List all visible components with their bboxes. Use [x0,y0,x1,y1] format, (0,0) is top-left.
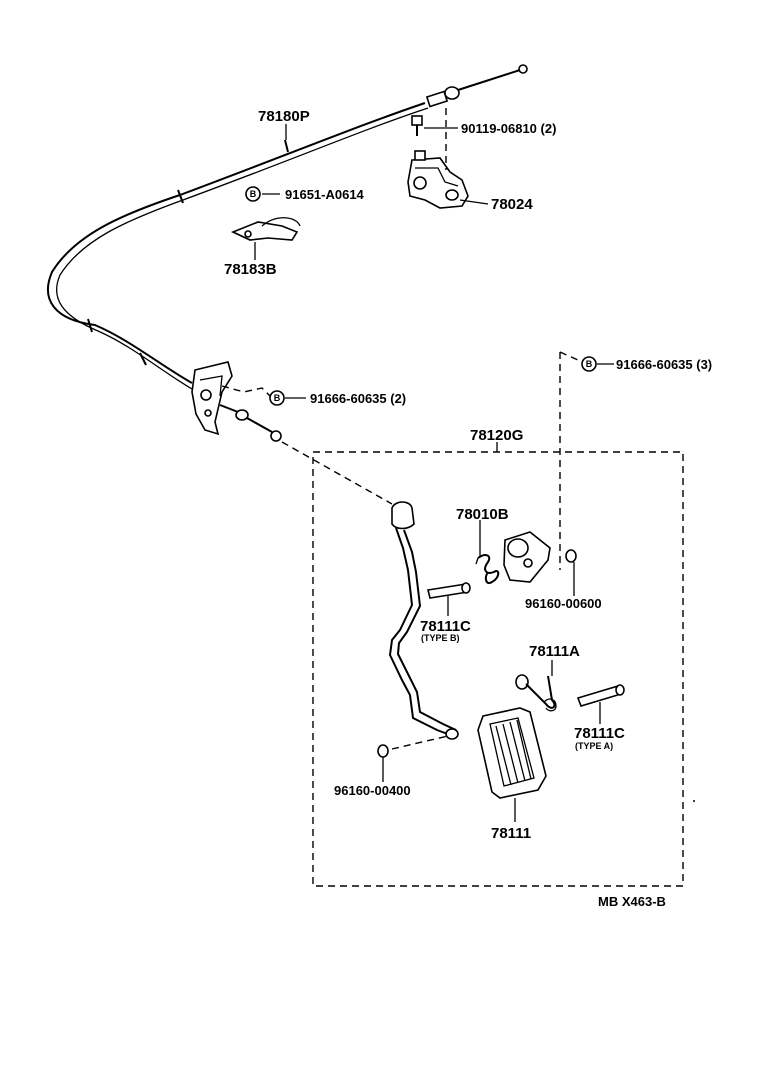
label-type-b: (TYPE B) [421,633,460,643]
bolt-90119[interactable] [411,115,423,136]
bushing-96160-00400[interactable] [377,744,389,758]
leader-lines [254,124,614,822]
pedal-lever[interactable] [388,501,459,740]
spring-78111a[interactable] [515,674,557,712]
label-pedal-bracket: 78010B [456,506,509,523]
spring-78010b[interactable] [475,554,500,584]
pedal-bracket[interactable] [503,531,551,583]
label-bolt-left: 91666-60635 (2) [310,391,406,406]
speck [693,800,695,802]
label-bushing-right: 96160-00600 [525,596,602,611]
svg-text:B: B [250,189,257,199]
pedal-pad-78111[interactable] [477,707,547,799]
label-clip-nut: 91651-A0614 [285,187,365,202]
bolt-91666-right[interactable]: B [581,356,597,372]
label-pin-type-a: 78111C [574,725,625,742]
bushing-96160-00600[interactable] [565,549,577,563]
label-cable: 78180P [258,108,310,125]
bolt-91666-left[interactable]: B [269,390,285,406]
label-bushing-left: 96160-00400 [334,783,411,798]
label-pedal-pad: 78111 [491,825,531,842]
label-pedal-assembly: 78120G [470,427,523,444]
clip-78183b[interactable] [230,217,301,241]
label-cable-bracket: 78024 [491,196,533,213]
label-cable-bolt: 90119-06810 (2) [461,121,556,136]
accelerator-cable[interactable] [47,64,528,442]
pin-78111c-type-b[interactable] [427,582,471,599]
svg-text:B: B [586,359,593,369]
cable-bracket-lower[interactable] [191,361,233,436]
label-type-a: (TYPE A) [575,741,613,751]
svg-text:B: B [274,393,281,403]
pin-78111c-type-a[interactable] [576,684,625,707]
label-diagram-code: MB X463-B [598,894,666,909]
label-spring: 78111A [529,643,580,660]
pedal-assembly-outline [312,451,684,887]
label-clip: 78183B [224,261,277,278]
nut-91651[interactable]: B [245,186,261,202]
label-pin-type-b: 78111C [420,618,471,635]
cable-bracket-78024[interactable] [407,150,469,209]
label-bolt-right: 91666-60635 (3) [616,357,712,372]
